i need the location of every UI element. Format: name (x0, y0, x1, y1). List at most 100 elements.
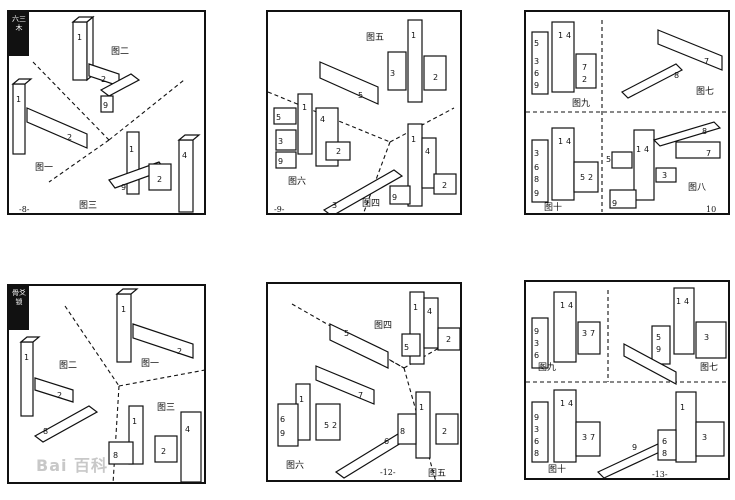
svg-text:1: 1 (411, 31, 416, 40)
svg-text:1: 1 (676, 297, 681, 306)
figure-label: 图十 (544, 203, 563, 213)
watermark: Bai 百科 (36, 456, 109, 475)
figure-label: 图九 (538, 363, 557, 373)
svg-text:3: 3 (390, 69, 395, 78)
svg-text:3: 3 (534, 425, 539, 434)
figure-label: 图三 (79, 201, 98, 211)
svg-text:5: 5 (358, 91, 363, 100)
svg-text:1: 1 (558, 31, 563, 40)
svg-text:7: 7 (358, 391, 363, 400)
svg-text:3: 3 (534, 339, 539, 348)
svg-text:6: 6 (534, 437, 539, 446)
figure-label: 图五 (428, 469, 447, 479)
svg-text:7: 7 (704, 57, 709, 66)
svg-text:6: 6 (534, 163, 539, 172)
svg-text:8: 8 (400, 427, 405, 436)
svg-text:3: 3 (534, 57, 539, 66)
svg-text:5: 5 (656, 333, 661, 342)
svg-text:6: 6 (534, 351, 539, 360)
figure-label: 图八 (688, 183, 707, 193)
puzzle-panel-2: 5 1 3 2 1 5 3 9 4 2 3 1 4 9 2 图五 图六 图四 -… (266, 10, 462, 215)
figure-label: 图五 (366, 33, 385, 43)
puzzle-illustration-2: 5 1 3 2 1 5 3 9 4 2 3 1 4 9 2 (268, 19, 457, 213)
svg-text:5: 5 (580, 173, 585, 182)
svg-text:8: 8 (702, 127, 707, 136)
svg-text:1: 1 (121, 305, 126, 314)
figure-label: 图一 (141, 359, 160, 369)
svg-text:8: 8 (113, 451, 118, 460)
figure-label: 图七 (696, 87, 715, 97)
svg-text:2: 2 (336, 147, 341, 156)
svg-text:3: 3 (702, 433, 707, 442)
stamp-badge: 骨爻锁 (9, 286, 29, 330)
svg-text:2: 2 (177, 347, 182, 356)
svg-text:2: 2 (157, 175, 162, 184)
svg-text:3: 3 (534, 149, 539, 158)
svg-text:2: 2 (67, 133, 72, 142)
figure-label: 图四 (374, 321, 393, 331)
svg-text:9: 9 (280, 429, 285, 438)
svg-text:2: 2 (161, 447, 166, 456)
svg-text:9: 9 (534, 81, 539, 90)
svg-text:2: 2 (446, 335, 451, 344)
svg-text:1: 1 (560, 399, 565, 408)
svg-text:8: 8 (43, 427, 48, 436)
svg-text:4: 4 (182, 151, 187, 160)
svg-text:4: 4 (566, 31, 571, 40)
figure-label: 图一 (35, 163, 54, 173)
svg-text:9: 9 (612, 199, 617, 208)
svg-text:8: 8 (674, 71, 679, 80)
svg-text:1: 1 (299, 395, 304, 404)
svg-text:5: 5 (606, 155, 611, 164)
svg-text:4: 4 (185, 425, 190, 434)
svg-text:1: 1 (77, 33, 82, 42)
svg-text:4: 4 (425, 147, 430, 156)
svg-text:2: 2 (442, 427, 447, 436)
svg-text:1: 1 (24, 353, 29, 362)
figure-label: 图二 (59, 361, 78, 371)
figure-label: 图七 (700, 363, 719, 373)
svg-text:9: 9 (656, 345, 661, 354)
svg-text:2: 2 (433, 73, 438, 82)
figure-label: 图三 (157, 403, 176, 413)
svg-text:1: 1 (132, 417, 137, 426)
svg-text:4: 4 (568, 301, 573, 310)
svg-text:7: 7 (706, 149, 711, 158)
page-number: -13- (652, 470, 668, 479)
svg-text:1: 1 (413, 303, 418, 312)
puzzle-illustration-1: 1 2 1 2 9 1 9 2 4 (11, 15, 201, 213)
svg-text:7: 7 (590, 433, 595, 442)
svg-text:3: 3 (662, 171, 667, 180)
figure-label: 图六 (286, 461, 305, 471)
svg-text:1: 1 (680, 403, 685, 412)
svg-text:4: 4 (320, 115, 325, 124)
svg-text:4: 4 (684, 297, 689, 306)
svg-text:8: 8 (534, 175, 539, 184)
page-number: -12- (380, 468, 396, 477)
svg-text:9: 9 (534, 189, 539, 198)
svg-text:7: 7 (582, 63, 587, 72)
svg-text:1: 1 (129, 145, 134, 154)
svg-text:2: 2 (582, 75, 587, 84)
figure-label: 图九 (572, 99, 591, 109)
svg-text:9: 9 (534, 413, 539, 422)
svg-text:5: 5 (534, 39, 539, 48)
svg-text:1: 1 (636, 145, 641, 154)
puzzle-illustration-4: 1 2 1 2 8 1 8 2 4 (19, 288, 204, 482)
svg-text:1: 1 (302, 103, 307, 112)
figure-label: 图十 (548, 465, 567, 475)
svg-text:9: 9 (392, 193, 397, 202)
svg-text:3: 3 (582, 433, 587, 442)
svg-text:1: 1 (558, 137, 563, 146)
svg-text:1: 1 (560, 301, 565, 310)
svg-text:7: 7 (590, 329, 595, 338)
svg-text:6: 6 (534, 69, 539, 78)
page-number: -8- (19, 205, 30, 214)
svg-text:1: 1 (16, 95, 21, 104)
figure-label: 图六 (288, 177, 307, 187)
